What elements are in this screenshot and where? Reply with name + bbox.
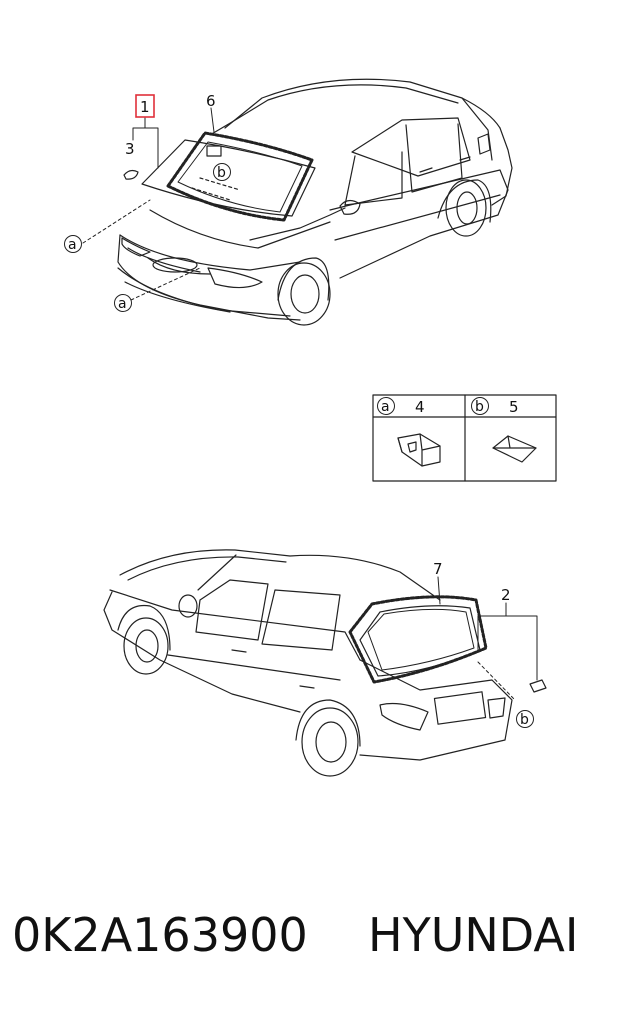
rear-car-illustration bbox=[103, 549, 513, 777]
windshield-molding bbox=[166, 131, 314, 222]
svg-text:b: b bbox=[217, 165, 226, 181]
svg-text:b: b bbox=[475, 399, 484, 415]
part-number: 0K2A163900 bbox=[12, 908, 308, 962]
front-car-illustration bbox=[117, 78, 513, 326]
svg-text:a: a bbox=[118, 296, 127, 312]
ref-b-rear: b bbox=[516, 710, 534, 728]
parts-diagram: 1 3 6 7 2 a a b b a 4 b 5 bbox=[64, 78, 557, 777]
ref-b-windshield: b bbox=[213, 163, 231, 181]
ref-a-front-bottom: a bbox=[114, 294, 132, 312]
legend-table bbox=[372, 394, 557, 482]
back-glass-molding bbox=[348, 595, 488, 684]
svg-text:a: a bbox=[68, 237, 77, 253]
callout-2: 2 bbox=[501, 586, 511, 604]
back-glass bbox=[359, 605, 481, 677]
legend-part-4: 4 bbox=[415, 398, 425, 416]
callout-1-highlight-box bbox=[135, 94, 155, 118]
callout-3: 3 bbox=[125, 140, 135, 158]
svg-text:b: b bbox=[520, 712, 529, 728]
callout-1: 1 bbox=[140, 98, 150, 116]
clip-part-3 bbox=[123, 169, 139, 180]
legend-part-5: 5 bbox=[509, 398, 519, 416]
callout-6: 6 bbox=[206, 92, 216, 110]
brand-name: HYUNDAI bbox=[368, 908, 579, 962]
legend-ref-b: b bbox=[471, 397, 489, 415]
footer: 0K2A163900 HYUNDAI bbox=[0, 900, 620, 980]
spacer-part-2 bbox=[529, 679, 547, 693]
legend-ref-a: a bbox=[377, 397, 395, 415]
ref-a-front-left: a bbox=[64, 235, 82, 253]
svg-text:a: a bbox=[381, 399, 390, 415]
callout-7: 7 bbox=[433, 560, 443, 578]
